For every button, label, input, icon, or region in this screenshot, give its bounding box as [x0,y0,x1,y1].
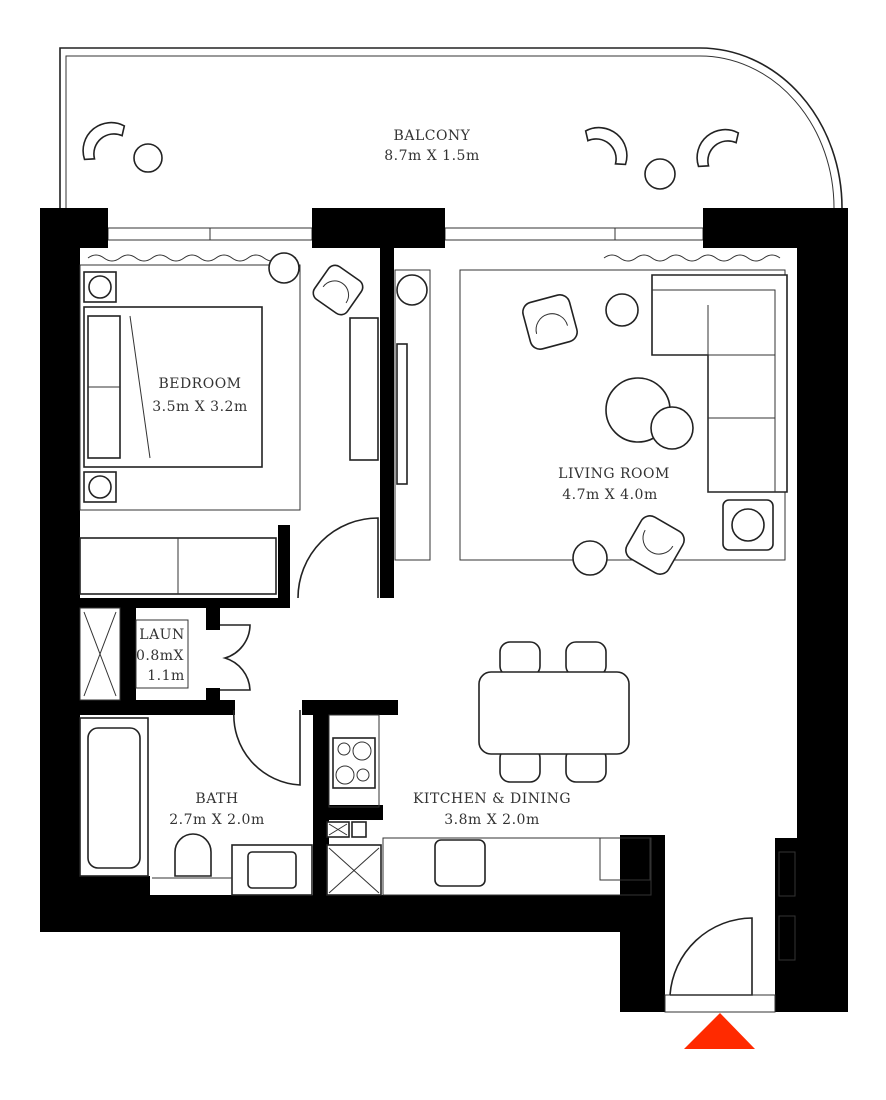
room-labels: BALCONY 8.7m X 1.5m BEDROOM 3.5m X 3.2m … [136,128,670,828]
bath-door [233,709,301,786]
balcony-label: BALCONY [394,128,471,144]
laundry-door [220,624,251,691]
entry-cabinet [778,851,796,897]
kitchen-label: KITCHEN & DINING [413,791,571,807]
laundry-label: LAUN [139,627,184,643]
doors[interactable] [220,517,776,1013]
bath-size: 2.7m X 2.0m [169,812,264,828]
walls [40,208,848,1012]
entrance-marker-icon [684,1013,755,1049]
laundry-size-1: 0.8mX [136,648,184,664]
living-room-size: 4.7m X 4.0m [562,487,657,503]
kitchen-size: 3.8m X 2.0m [444,812,539,828]
bedroom-size: 3.5m X 3.2m [152,399,247,415]
entry-cabinet [778,915,796,961]
dining-table [478,641,630,783]
living-room-label: LIVING ROOM [558,466,670,482]
bedroom-label: BEDROOM [158,376,241,392]
entrance-threshold [664,994,776,1013]
bath-fixtures [79,717,313,896]
bath-label: BATH [195,791,238,807]
kitchen-fixtures [326,714,652,896]
balcony-furniture [82,121,740,190]
living-room-furniture [394,269,788,576]
bedroom-door [297,517,379,599]
bedroom-furniture [79,252,379,595]
laundry-size-2: 1.1m [147,668,185,684]
entrance-door [669,917,753,996]
balcony-size: 8.7m X 1.5m [384,148,479,164]
balcony-outline [59,47,843,209]
laundry-fixtures [79,607,189,701]
